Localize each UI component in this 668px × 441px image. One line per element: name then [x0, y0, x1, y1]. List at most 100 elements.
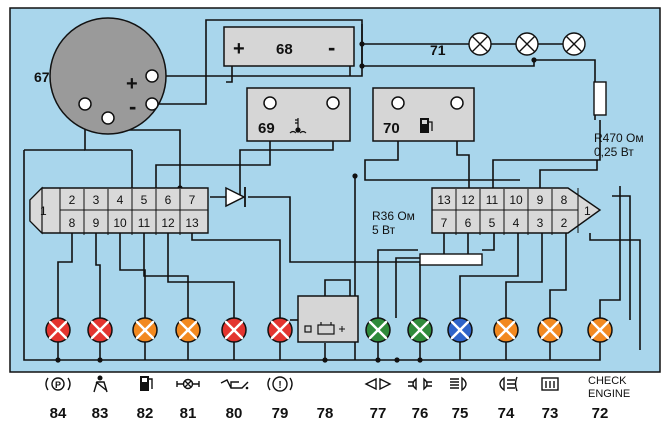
indicator-80: 80	[220, 317, 249, 422]
parking-brake-icon: P	[45, 377, 71, 391]
seat-belt-icon	[93, 375, 108, 393]
parking-lights-icon	[408, 377, 432, 391]
connector-pin-label: 11	[138, 216, 151, 230]
resistor-470-line2: 0,25 Вт	[594, 145, 634, 159]
battery-plate-68: + 68 -	[223, 26, 355, 67]
gauge-67: + - 67	[34, 17, 167, 135]
connector-pin-label: 10	[509, 193, 523, 207]
connector-pin-label: 6	[165, 193, 172, 207]
check-engine-line2: ENGINE	[588, 388, 630, 400]
sensor-69: 69	[246, 87, 351, 142]
gauge-terminal-left	[78, 97, 92, 111]
sensor-69-number: 69	[258, 120, 275, 137]
indicator-lamp	[365, 317, 391, 343]
resistor-36: R36 Ом 5 Вт	[372, 209, 483, 266]
bulbs-71: 71	[430, 32, 586, 58]
brake-pads-icon	[176, 378, 200, 390]
indicator-lamp	[537, 317, 563, 343]
oil-pressure-icon	[220, 379, 249, 390]
fuel-pump-icon	[420, 118, 433, 133]
battery-charge-icon	[304, 322, 345, 335]
connector-pin-label: 4	[513, 216, 520, 230]
indicator-lamp	[221, 317, 247, 343]
indicator-lamp	[587, 317, 613, 343]
connector-pin-label: 12	[461, 193, 475, 207]
charge-block-78	[297, 295, 359, 343]
right-connector-end-pin: 1	[584, 204, 591, 218]
connector-pin-label: 3	[537, 216, 544, 230]
sensor-70: 70	[372, 87, 475, 142]
bulb-cross-icon	[468, 32, 492, 56]
resistor-470-line1: R470 Ом	[594, 131, 644, 145]
gauge-minus-sign: -	[129, 94, 136, 119]
diagram-border	[9, 7, 661, 373]
indicator-74: 74	[493, 317, 519, 422]
indicator-lamp	[87, 317, 113, 343]
connector-pin-label: 6	[465, 216, 472, 230]
indicator-number: 73	[542, 405, 559, 422]
connector-pin-label: 10	[113, 216, 127, 230]
gauge-terminal-minus	[145, 97, 159, 111]
indicator-84: P 84	[45, 317, 71, 422]
indicator-78: 78	[317, 405, 334, 422]
bulb-cross-icon	[515, 32, 539, 56]
resistor-470: R470 Ом 0,25 Вт	[593, 81, 644, 159]
turn-signal-icon	[364, 377, 392, 391]
indicator-number: 82	[137, 405, 154, 422]
connector-pin-label: 5	[141, 193, 148, 207]
svg-text:P: P	[55, 380, 61, 390]
indicator-79: ! 79	[267, 317, 293, 422]
rear-fog-icon	[499, 376, 518, 392]
connector-pin-label: 8	[69, 216, 76, 230]
indicator-lamp	[447, 317, 473, 343]
connector-pin-label: 8	[561, 193, 568, 207]
connector-pin-label: 2	[561, 216, 568, 230]
svg-text:!: !	[278, 380, 281, 391]
coolant-temperature-icon	[289, 118, 307, 134]
indicator-lamp	[175, 317, 201, 343]
high-beam-icon	[450, 376, 467, 392]
indicator-number: 84	[50, 405, 67, 422]
indicator-76: 76	[407, 317, 433, 422]
sensor-70-number: 70	[383, 120, 400, 137]
connector-pin-label: 2	[69, 193, 76, 207]
indicator-number: 72	[592, 405, 609, 422]
indicator-lamp	[267, 317, 293, 343]
gauge-number: 67	[34, 69, 50, 85]
indicator-number: 74	[498, 405, 515, 422]
indicator-83: 83	[87, 317, 113, 422]
indicator-number: 79	[272, 405, 289, 422]
indicator-lamp	[45, 317, 71, 343]
connector-pin-label: 4	[117, 193, 124, 207]
indicator-number: 78	[317, 405, 334, 422]
bulbs-number: 71	[430, 42, 446, 58]
resistor-36-line1: R36 Ом	[372, 209, 415, 223]
indicator-73: 73	[537, 317, 563, 422]
gauge-plus-sign: +	[126, 73, 138, 95]
connector-pin-label: 7	[441, 216, 448, 230]
connector-pin-label: 13	[185, 216, 199, 230]
connector-pin-label: 13	[437, 193, 451, 207]
indicator-77: 77	[364, 317, 392, 422]
indicator-number: 77	[370, 405, 387, 422]
connector-pin-label: 12	[161, 216, 175, 230]
battery-number: 68	[276, 41, 293, 58]
fuel-reserve-icon	[140, 376, 153, 391]
gauge-terminal-bottom	[101, 111, 115, 125]
indicator-82: 82	[132, 317, 158, 422]
bulb-cross-icon	[562, 32, 586, 56]
connector-pin-label: 9	[537, 193, 544, 207]
battery-minus-sign: -	[328, 35, 335, 60]
indicator-number: 76	[412, 405, 429, 422]
indicator-lamp	[132, 317, 158, 343]
left-connector-end-pin: 1	[40, 204, 47, 218]
diode-icon	[225, 186, 246, 208]
